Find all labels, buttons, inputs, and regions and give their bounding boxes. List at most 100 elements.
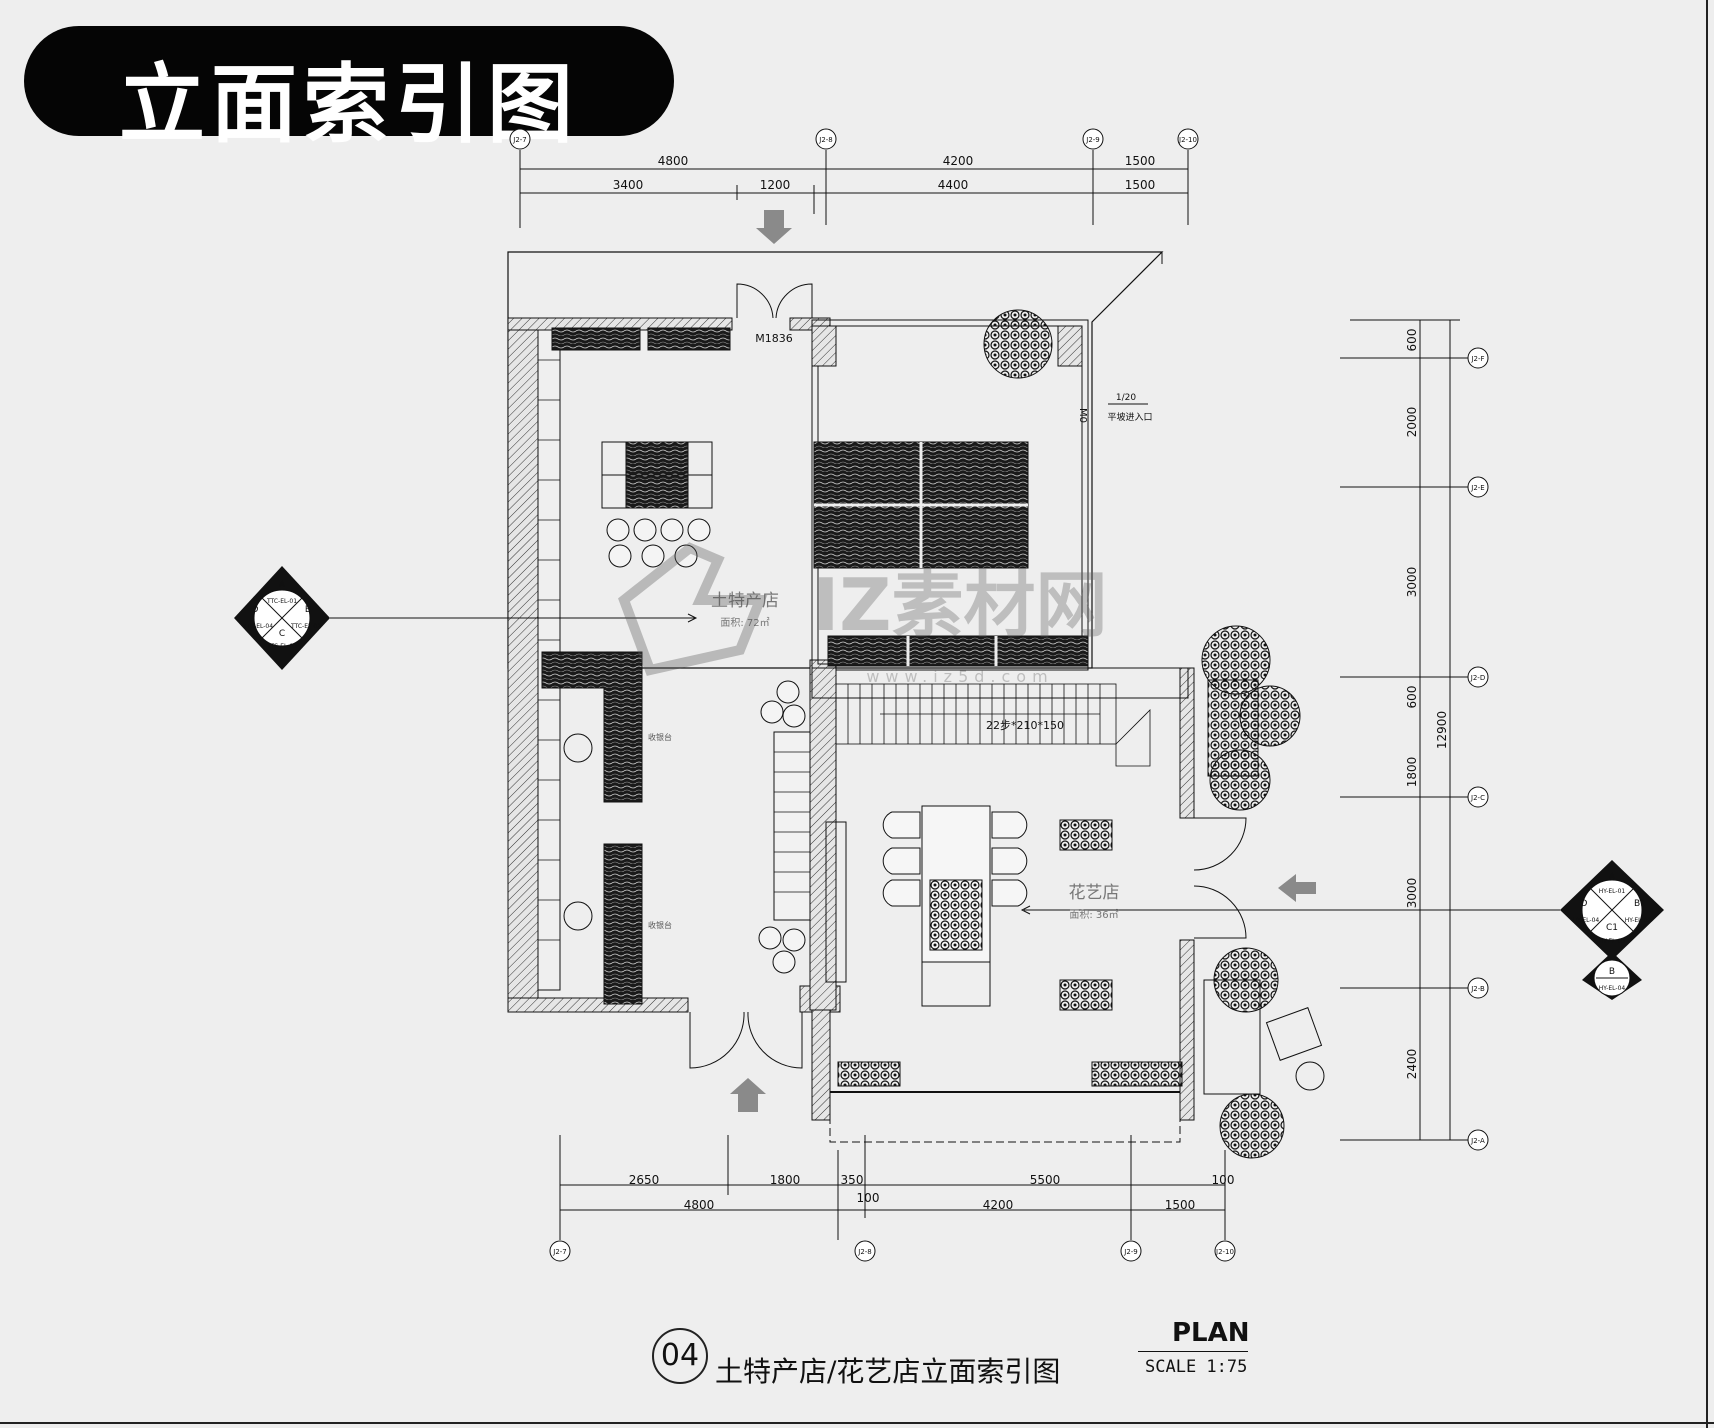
- entry-arrow-top: [756, 210, 792, 244]
- dim-right-1: 600: [1405, 329, 1419, 352]
- axis-label-right-f: J2-F: [1470, 355, 1484, 363]
- display-table-small: [601, 441, 713, 509]
- wall-shelf-1: [551, 327, 641, 351]
- axis-label-right-e: J2-E: [1470, 484, 1484, 492]
- plan-label: PLAN: [1172, 1318, 1250, 1348]
- dim-bottom-outer-3: 1500: [1165, 1198, 1196, 1212]
- dim-right-4: 600: [1405, 686, 1419, 709]
- index-left-code-a: TTC-EL-01: [266, 598, 297, 605]
- m0-label: M0: [1077, 408, 1088, 423]
- dim-top-inner-1: 3400: [613, 178, 644, 192]
- ramp-slope: 1/20: [1116, 393, 1136, 403]
- sheet-border-right: [1706, 0, 1708, 1428]
- shelf-cross: [825, 821, 847, 983]
- dim-bottom-inner-3: 350: [841, 1173, 864, 1187]
- dim-right-5: 1800: [1405, 757, 1419, 788]
- axis-label-bottom-9: J2-9: [1123, 1248, 1138, 1256]
- dim-top-outer-2: 4200: [943, 154, 974, 168]
- door-label: M1836: [755, 332, 793, 345]
- axis-label-bottom-7: J2-7: [552, 1248, 567, 1256]
- entry-arrows: [730, 210, 1316, 1112]
- dim-top-outer-3: 1500: [1125, 154, 1156, 168]
- dim-bottom-inner-2: 1800: [770, 1173, 801, 1187]
- page-title: 立面索引图: [119, 55, 579, 155]
- exterior-table: [1295, 1061, 1325, 1091]
- dim-bottom-inner-4: 5500: [1030, 1173, 1061, 1187]
- scale-label: SCALE 1:75: [1145, 1357, 1248, 1377]
- cashier-counter: [541, 651, 643, 803]
- axis-label-right-d: J2-D: [1470, 674, 1485, 682]
- entry-arrow-right: [1278, 874, 1316, 902]
- plant-top-right: [983, 309, 1053, 379]
- index-left-a: A: [279, 580, 286, 590]
- index-right-code-d: HY-EL-04: [1573, 917, 1600, 924]
- exterior-chair: [1265, 1007, 1323, 1061]
- flower-stand-2: [1059, 979, 1113, 1011]
- dim-right-6: 3000: [1405, 878, 1419, 909]
- index-left-code-b: TTC-EL-02: [290, 623, 321, 630]
- axis-label-top-7: J2-7: [512, 136, 527, 144]
- index-right-code-c: HY-EL-03: [1599, 938, 1626, 945]
- counter-2: [603, 843, 643, 1005]
- drawing-title: 土特产店/花艺店立面索引图: [715, 1355, 1061, 1388]
- axis-label-bottom-10: J2-10: [1215, 1248, 1234, 1256]
- elevation-index-left: A TTC-EL-01 B D C TTC-EL-03 TTC-EL-04 TT…: [234, 566, 330, 670]
- dim-right-7: 2400: [1405, 1049, 1419, 1080]
- room-area-shop2: 面积: 36㎡: [1069, 909, 1118, 921]
- axis-label-bottom-8: J2-8: [857, 1248, 872, 1256]
- dim-right-3: 3000: [1405, 567, 1419, 598]
- index-right-a: A: [1609, 872, 1616, 882]
- flower-stand-1: [1059, 819, 1113, 851]
- entry-arrow-bottom: [730, 1078, 766, 1112]
- watermark-text: IZ素材网: [813, 563, 1108, 647]
- index-left-c: C: [279, 629, 285, 639]
- axis-bubbles-top: [509, 128, 1199, 150]
- axis-label-top-10: J2-10: [1178, 136, 1197, 144]
- dim-right-2: 2000: [1405, 407, 1419, 438]
- stools-group-1: [606, 518, 711, 568]
- canopy-outline: [829, 1091, 1181, 1143]
- dim-top-outer-1: 4800: [658, 154, 689, 168]
- dim-right-total: 12900: [1435, 711, 1449, 749]
- dim-bottom-inner-1: 2650: [629, 1173, 660, 1187]
- exterior-bench: [1203, 979, 1261, 1095]
- stair-label: 22步*210*150: [986, 719, 1064, 732]
- staircase: [835, 683, 1151, 767]
- shelf-column: [773, 731, 811, 921]
- dim-top-inner-2: 1200: [760, 178, 791, 192]
- axis-label-right-b: J2-B: [1470, 985, 1485, 993]
- axis-label-right-a: J2-A: [1470, 1137, 1485, 1145]
- room-area-shop1: 面积: 72㎡: [720, 617, 769, 629]
- counter-label-2: 收银台: [648, 920, 672, 930]
- watermark-url: www.iz5d.com: [866, 667, 1053, 686]
- dim-top-inner-4: 1500: [1125, 178, 1156, 192]
- index-right-code-a: HY-EL-01: [1599, 888, 1626, 895]
- elevation-index-right: A HY-EL-01 B1 D C1 HY-EL-03 HY-EL-04 HY-…: [1560, 860, 1664, 1000]
- index-left-b: B: [305, 605, 311, 615]
- title-rule: [1138, 1351, 1248, 1352]
- axis-label-top-8: J2-8: [818, 136, 833, 144]
- ramp-label: 平坡进入口: [1107, 411, 1152, 423]
- counter-label-1: 收银台: [648, 732, 672, 742]
- chair-2: [563, 901, 593, 931]
- entry-door-bottom: [689, 1011, 803, 1069]
- planter-row-1: [837, 1061, 901, 1087]
- index-right-b: B: [1609, 967, 1615, 977]
- title-banner: 立面索引图: [24, 26, 674, 155]
- display-table-large: [813, 441, 1029, 569]
- drawing-number: 04: [652, 1328, 708, 1384]
- dim-bottom-outer-2: 4200: [983, 1198, 1014, 1212]
- worktable-chairs: [882, 811, 1028, 907]
- wall-shelf-3: [827, 635, 1089, 667]
- index-right-code-b: HY-EL-02: [1625, 917, 1652, 924]
- wall-shelf-2: [647, 327, 731, 351]
- flower-shop-top-wall: [811, 667, 1189, 699]
- sheet-border-bottom: [0, 1422, 1714, 1424]
- axis-bubbles-bottom: [549, 1240, 1236, 1262]
- index-left-code-c: TTC-EL-03: [266, 643, 297, 650]
- index-right-c1: C1: [1606, 923, 1618, 933]
- entry-door-top: [736, 283, 813, 319]
- axis-bubbles-right: [1467, 347, 1489, 1151]
